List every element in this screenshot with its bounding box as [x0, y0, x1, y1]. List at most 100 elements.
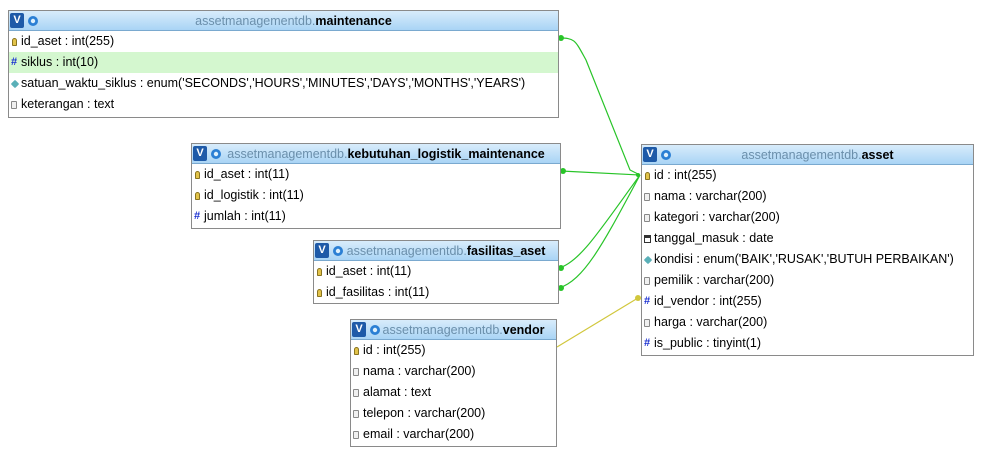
gear-icon[interactable]: [331, 244, 345, 258]
text-icon: [353, 431, 359, 439]
column-row[interactable]: #is_public : tinyint(1): [642, 333, 973, 354]
column-row[interactable]: pemilik : varchar(200): [642, 270, 973, 291]
column-label: id_fasilitas : int(11): [326, 285, 430, 299]
numeric-icon: #: [644, 295, 651, 307]
column-row[interactable]: #id_vendor : int(255): [642, 291, 973, 312]
column-label: email : varchar(200): [363, 427, 475, 441]
numeric-icon: #: [11, 56, 18, 68]
column-row[interactable]: telepon : varchar(200): [351, 403, 556, 424]
table-asset[interactable]: V assetmanagementdb.asset id : int(255) n…: [641, 144, 974, 356]
numeric-icon: #: [644, 337, 651, 349]
column-label: id_logistik : int(11): [204, 188, 304, 202]
column-list: id : int(255) nama : varchar(200) kategori…: [642, 165, 973, 354]
enum-icon: [10, 79, 20, 89]
column-row[interactable]: nama : varchar(200): [351, 361, 556, 382]
column-label: is_public : tinyint(1): [654, 336, 761, 350]
column-row[interactable]: id_aset : int(11): [192, 164, 560, 185]
column-label: pemilik : varchar(200): [654, 273, 775, 287]
table-header[interactable]: V assetmanagementdb.kebutuhan_logistik_m…: [192, 144, 560, 164]
column-label: harga : varchar(200): [654, 315, 768, 329]
text-icon: [353, 368, 359, 376]
table-title: assetmanagementdb.maintenance: [195, 13, 392, 28]
column-row[interactable]: id_aset : int(255): [9, 31, 558, 52]
toggle-columns-icon[interactable]: V: [10, 13, 24, 28]
table-header[interactable]: V assetmanagementdb.vendor: [351, 320, 556, 340]
column-label: tanggal_masuk : date: [654, 231, 774, 245]
text-icon: [353, 389, 359, 397]
gear-icon[interactable]: [368, 323, 382, 337]
column-list: id_aset : int(11)id_logistik : int(11)#j…: [192, 164, 560, 227]
column-row[interactable]: id : int(255): [351, 340, 556, 361]
column-list: id_aset : int(11) id_fasilitas : int(11): [314, 261, 558, 303]
text-icon: [11, 101, 17, 109]
table-title: assetmanagementdb.fasilitas_aset: [346, 243, 546, 258]
column-row[interactable]: satuan_waktu_siklus : enum('SECONDS','HO…: [9, 73, 558, 94]
column-label: id : int(255): [363, 343, 426, 357]
column-label: siklus : int(10): [21, 55, 99, 69]
table-title: assetmanagementdb.kebutuhan_logistik_mai…: [227, 146, 545, 161]
column-row[interactable]: harga : varchar(200): [642, 312, 973, 333]
column-label: id_aset : int(11): [326, 264, 412, 278]
text-icon: [644, 214, 650, 222]
column-label: kondisi : enum('BAIK','RUSAK','BUTUH PER…: [654, 252, 954, 266]
column-row[interactable]: email : varchar(200): [351, 424, 556, 445]
table-header[interactable]: V assetmanagementdb.maintenance: [9, 11, 558, 31]
column-label: nama : varchar(200): [654, 189, 767, 203]
column-list: id_aset : int(255)#siklus : int(10)satua…: [9, 31, 558, 115]
key-icon: [195, 171, 200, 179]
enum-icon: [643, 255, 653, 265]
table-header[interactable]: V assetmanagementdb.asset: [642, 145, 973, 165]
column-label: nama : varchar(200): [363, 364, 476, 378]
relation-line-vendor-asset: [556, 297, 639, 348]
column-row[interactable]: kondisi : enum('BAIK','RUSAK','BUTUH PER…: [642, 249, 973, 270]
key-icon: [12, 38, 17, 46]
table-title: assetmanagementdb.asset: [741, 147, 894, 162]
column-label: alamat : text: [363, 385, 432, 399]
table-title: assetmanagementdb.vendor: [382, 322, 545, 337]
column-label: telepon : varchar(200): [363, 406, 486, 420]
column-row[interactable]: tanggal_masuk : date: [642, 228, 973, 249]
column-label: keterangan : text: [21, 97, 115, 111]
column-row[interactable]: keterangan : text: [9, 94, 558, 115]
column-row[interactable]: id_aset : int(11): [314, 261, 558, 282]
column-label: satuan_waktu_siklus : enum('SECONDS','HO…: [21, 76, 526, 90]
column-label: id_aset : int(255): [21, 34, 115, 48]
relation-line-maintenance-asset: [558, 37, 641, 176]
table-header[interactable]: V assetmanagementdb.fasilitas_aset: [314, 241, 558, 261]
column-label: jumlah : int(11): [204, 209, 286, 223]
numeric-icon: #: [194, 210, 201, 222]
column-row[interactable]: kategori : varchar(200): [642, 207, 973, 228]
column-label: id_vendor : int(255): [654, 294, 762, 308]
column-row[interactable]: id : int(255): [642, 165, 973, 186]
column-label: id : int(255): [654, 168, 717, 182]
key-icon: [645, 172, 650, 180]
toggle-columns-icon[interactable]: V: [352, 322, 366, 337]
column-row[interactable]: #jumlah : int(11): [192, 206, 560, 227]
gear-icon[interactable]: [209, 147, 223, 161]
table-kebutuhan-logistik-maintenance[interactable]: V assetmanagementdb.kebutuhan_logistik_m…: [191, 143, 561, 229]
column-row[interactable]: #siklus : int(10): [9, 52, 558, 73]
text-icon: [644, 277, 650, 285]
key-icon: [317, 268, 322, 276]
text-icon: [353, 410, 359, 418]
text-icon: [644, 319, 650, 327]
key-icon: [317, 289, 322, 297]
gear-icon[interactable]: [26, 14, 40, 28]
column-row[interactable]: id_logistik : int(11): [192, 185, 560, 206]
column-list: id : int(255) nama : varchar(200) alamat :…: [351, 340, 556, 445]
toggle-columns-icon[interactable]: V: [643, 147, 657, 162]
gear-icon[interactable]: [659, 148, 673, 162]
column-row[interactable]: alamat : text: [351, 382, 556, 403]
key-icon: [195, 192, 200, 200]
toggle-columns-icon[interactable]: V: [315, 243, 329, 258]
table-vendor[interactable]: V assetmanagementdb.vendor id : int(255)…: [350, 319, 557, 447]
relation-line-fasilitas-asset-1: [558, 174, 641, 269]
column-row[interactable]: nama : varchar(200): [642, 186, 973, 207]
toggle-columns-icon[interactable]: V: [193, 146, 207, 161]
text-icon: [644, 193, 650, 201]
table-maintenance[interactable]: V assetmanagementdb.maintenance id_aset …: [8, 10, 559, 118]
column-label: kategori : varchar(200): [654, 210, 780, 224]
column-row[interactable]: id_fasilitas : int(11): [314, 282, 558, 303]
table-fasilitas-aset[interactable]: V assetmanagementdb.fasilitas_aset id_as…: [313, 240, 559, 304]
